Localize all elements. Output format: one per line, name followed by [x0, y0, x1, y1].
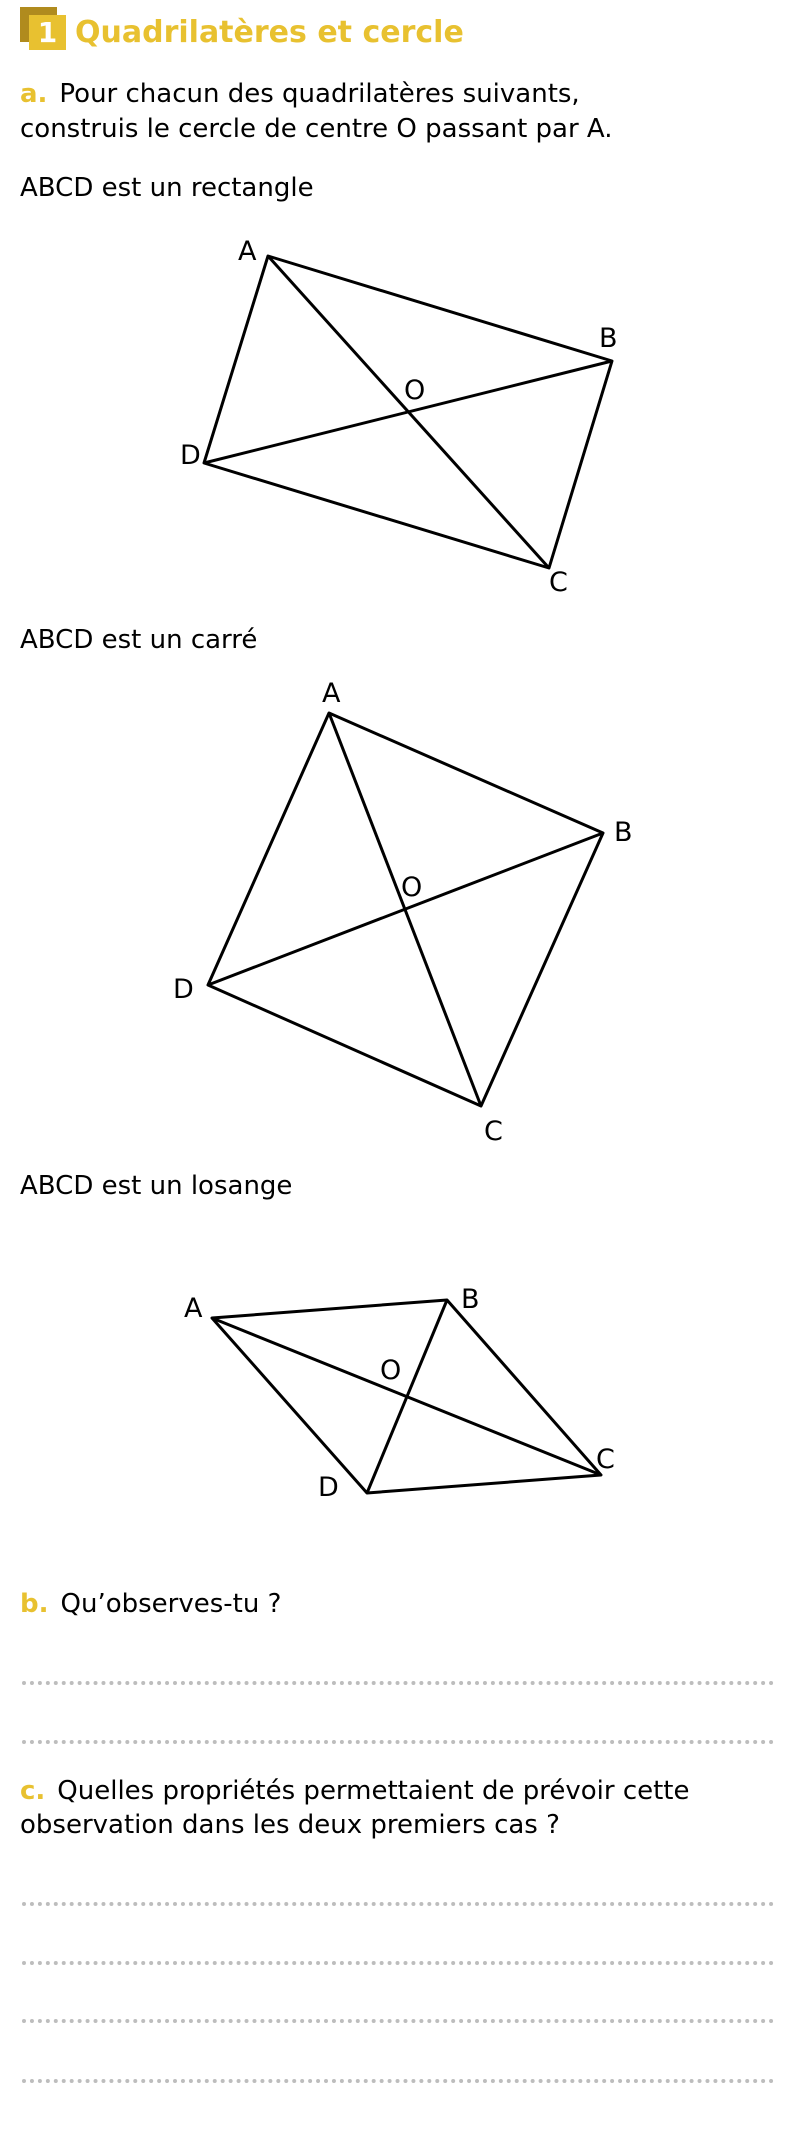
answer-line-b2[interactable] — [22, 1740, 774, 1744]
part-a-line1: a. Pour chacun des quadrilatères suivants… — [20, 77, 580, 111]
part-c-text: Quelles propriétés permettaient de prévo… — [57, 1776, 690, 1806]
part-b-text: Qu’observes-tu ? — [60, 1589, 282, 1619]
rhombus-diagonal-bd — [365, 1299, 449, 1494]
label-a: A — [184, 1293, 203, 1324]
label-d: D — [173, 974, 194, 1005]
rectangle-figure: A B C D O — [180, 236, 618, 598]
label-b: B — [461, 1284, 480, 1315]
label-d: D — [180, 440, 201, 471]
rhombus-heading: ABCD est un losange — [20, 1171, 293, 1201]
answer-line-c3[interactable] — [22, 2019, 774, 2023]
label-c: C — [596, 1444, 615, 1475]
answer-line-c2[interactable] — [22, 1961, 774, 1965]
rectangle-heading: ABCD est un rectangle — [20, 173, 314, 203]
part-a-key: a. — [20, 79, 48, 109]
part-b-question: b. Qu’observes-tu ? — [20, 1587, 281, 1621]
answer-line-b1[interactable] — [22, 1681, 774, 1685]
label-a: A — [322, 678, 341, 709]
label-o: O — [404, 375, 425, 406]
label-c: C — [484, 1116, 503, 1147]
exercise-number-badge: 1 — [29, 15, 66, 50]
answer-line-c4[interactable] — [22, 2079, 774, 2083]
part-c-key: c. — [20, 1776, 46, 1806]
part-a-line2: construis le cercle de centre O passant … — [20, 114, 613, 144]
label-o: O — [380, 1355, 401, 1386]
part-b-key: b. — [20, 1589, 49, 1619]
label-a: A — [238, 236, 257, 267]
label-d: D — [318, 1472, 339, 1503]
exercise-title: Quadrilatères et cercle — [75, 15, 464, 50]
square-heading: ABCD est un carré — [20, 625, 258, 655]
square-figure: A B C D O — [173, 678, 633, 1147]
label-b: B — [614, 817, 633, 848]
part-c-line2: observation dans les deux premiers cas ? — [20, 1810, 560, 1840]
rhombus-figure: A B C D O — [184, 1284, 615, 1503]
rectangle-diagonal-bd — [203, 359, 613, 465]
label-o: O — [401, 872, 422, 903]
part-c-line1: c. Quelles propriétés permettaient de pré… — [20, 1774, 690, 1808]
answer-line-c1[interactable] — [22, 1902, 774, 1906]
part-a-text: Pour chacun des quadrilatères suivants, — [59, 79, 580, 109]
label-c: C — [549, 567, 568, 598]
label-b: B — [599, 323, 618, 354]
square-diagonal-bd — [207, 831, 604, 987]
